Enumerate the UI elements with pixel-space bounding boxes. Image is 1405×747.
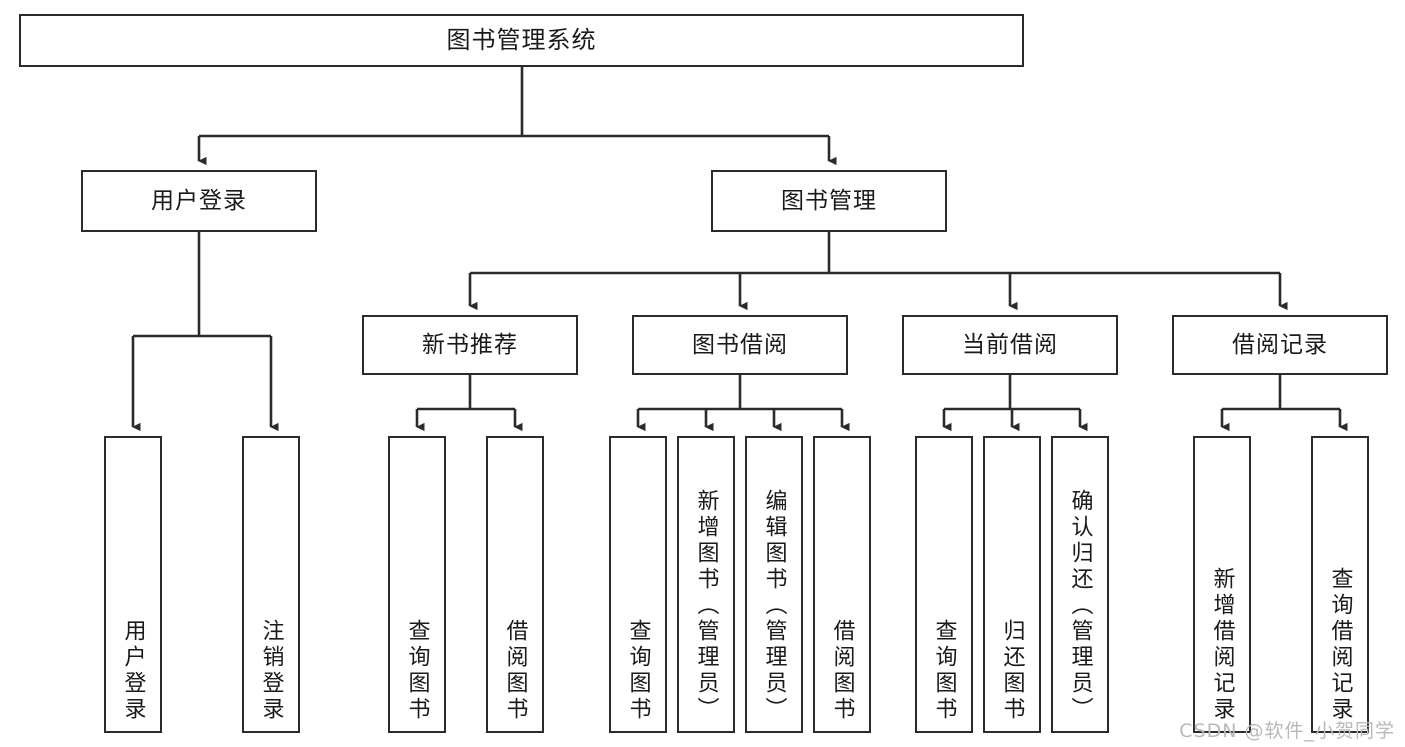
node-leaf-9[interactable]: 归还图书: [983, 436, 1041, 733]
node-level3-label: 当前借阅: [962, 331, 1058, 358]
node-leaf-label: 新增借阅记录: [1209, 567, 1235, 723]
node-leaf-label: 归还图书: [999, 619, 1025, 723]
node-level3-label: 借阅记录: [1232, 331, 1328, 358]
node-level3-label: 图书借阅: [692, 331, 788, 358]
node-leaf-label: 借阅图书: [502, 619, 528, 723]
node-leaf-2[interactable]: 查询图书: [388, 436, 446, 733]
node-leaf-label: 查询图书: [625, 619, 651, 723]
node-level2-label: 图书管理: [781, 187, 877, 214]
node-leaf-8[interactable]: 查询图书: [915, 436, 973, 733]
node-root-label: 图书管理系统: [446, 25, 597, 54]
node-leaf-label: 查询图书: [404, 619, 430, 723]
node-level2-0[interactable]: 用户登录: [81, 170, 317, 232]
node-level3-label: 新书推荐: [422, 331, 518, 358]
node-root-0[interactable]: 图书管理系统: [19, 14, 1024, 67]
node-leaf-label: 确认归还（管理员）: [1067, 489, 1093, 723]
node-leaf-3[interactable]: 借阅图书: [486, 436, 544, 733]
node-leaf-6[interactable]: 编辑图书（管理员）: [745, 436, 803, 733]
node-leaf-label: 借阅图书: [829, 619, 855, 723]
node-leaf-0[interactable]: 用户登录: [104, 436, 162, 733]
node-leaf-5[interactable]: 新增图书（管理员）: [677, 436, 735, 733]
node-leaf-4[interactable]: 查询图书: [609, 436, 667, 733]
node-level2-1[interactable]: 图书管理: [711, 170, 947, 232]
node-leaf-7[interactable]: 借阅图书: [813, 436, 871, 733]
node-leaf-12[interactable]: 查询借阅记录: [1311, 436, 1369, 733]
node-leaf-label: 注销登录: [258, 619, 284, 723]
node-leaf-label: 新增图书（管理员）: [693, 489, 719, 723]
node-leaf-label: 用户登录: [120, 619, 146, 723]
node-level3-2[interactable]: 当前借阅: [902, 315, 1118, 375]
node-level3-1[interactable]: 图书借阅: [632, 315, 848, 375]
node-leaf-label: 查询图书: [931, 619, 957, 723]
node-leaf-1[interactable]: 注销登录: [242, 436, 300, 733]
node-level2-label: 用户登录: [151, 187, 247, 214]
node-leaf-label: 编辑图书（管理员）: [761, 489, 787, 723]
watermark-text: CSDN @软件_小贺同学: [1179, 720, 1395, 742]
node-level3-3[interactable]: 借阅记录: [1172, 315, 1388, 375]
node-leaf-10[interactable]: 确认归还（管理员）: [1051, 436, 1109, 733]
node-leaf-11[interactable]: 新增借阅记录: [1193, 436, 1251, 733]
node-leaf-label: 查询借阅记录: [1327, 567, 1353, 723]
node-level3-0[interactable]: 新书推荐: [362, 315, 578, 375]
